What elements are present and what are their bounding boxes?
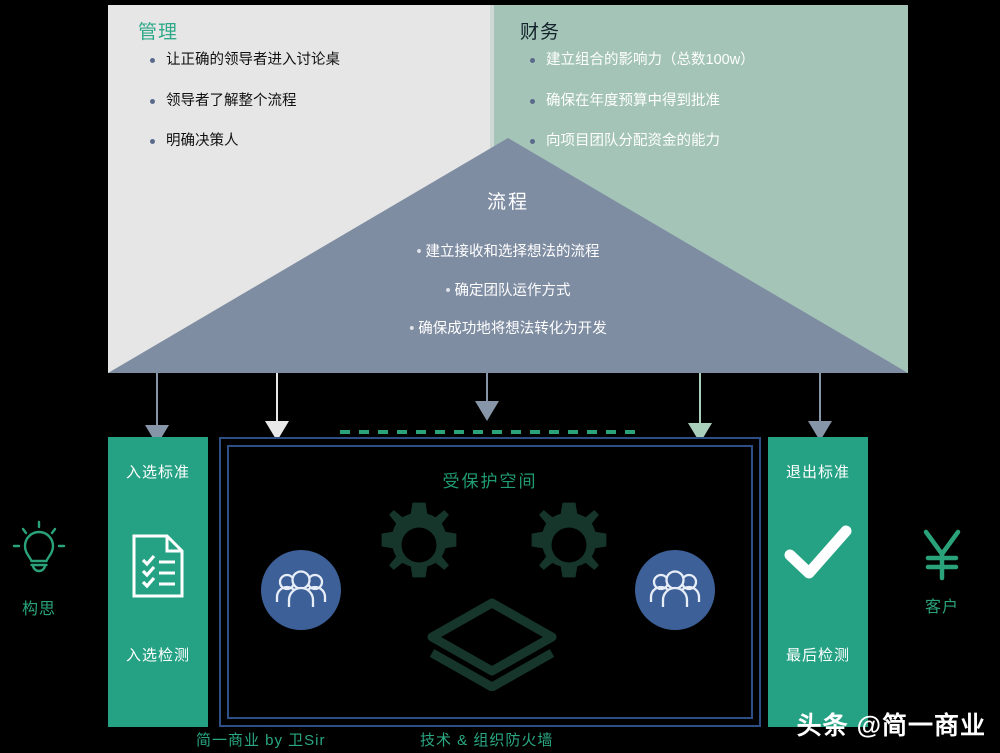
exit-criteria-panel[interactable]: 退出标准 最后检测	[768, 437, 868, 727]
entry-criteria-title: 入选标准	[125, 464, 190, 481]
arrow-stem	[486, 373, 488, 401]
list-item: 向项目团队分配资金的能力	[528, 134, 755, 149]
entry-criteria-subtitle: 入选检测	[125, 647, 190, 664]
management-heading: 管理	[138, 22, 179, 43]
entry-criteria-panel[interactable]: 入选标准 入选检测	[108, 437, 208, 727]
arrow-stem	[156, 373, 158, 425]
list-item: 让正确的领导者进入讨论桌	[148, 53, 340, 68]
finance-heading: 财务	[520, 22, 561, 43]
list-item: 确保成功地将想法转化为开发	[108, 322, 908, 337]
protected-space-title: 受保护空间	[442, 472, 538, 491]
layers-icon	[417, 591, 567, 696]
process-heading: 流程	[486, 192, 529, 213]
arrow-3	[475, 373, 499, 421]
ideation-label: 构思	[21, 601, 56, 618]
watermark: 头条 @简一商业	[796, 712, 986, 740]
arrow-5	[808, 373, 832, 441]
list-item: 领导者了解整个流程	[148, 93, 340, 109]
arrow-stem	[819, 373, 821, 421]
arrow-head	[808, 421, 832, 441]
dashed-divider-line	[340, 430, 640, 434]
list-item: 建立接收和选择想法的流程	[108, 245, 908, 260]
protected-space-vault: 受保护空间	[219, 437, 761, 727]
ideation-side-icon: 构思	[2, 520, 76, 619]
exit-criteria-title: 退出标准	[785, 464, 850, 481]
vault-inner-border	[227, 445, 753, 719]
arrow-1	[145, 373, 169, 445]
arrow-head	[475, 401, 499, 421]
process-bullet-list: 建立接收和选择想法的流程 确定团队运作方式 确保成功地将想法转化为开发	[108, 245, 908, 361]
exit-criteria-subtitle: 最后检测	[785, 647, 850, 664]
customer-side-icon: 客户	[902, 524, 982, 617]
gear-icon	[373, 499, 465, 596]
list-item: 明确决策人	[148, 134, 340, 149]
author-caption: 简一商业 by 卫Sir	[196, 732, 326, 749]
arrow-2	[265, 373, 289, 441]
gear-icon	[523, 499, 615, 596]
arrow-stem	[699, 373, 701, 423]
checkmark-icon	[768, 523, 868, 585]
arrow-head	[265, 421, 289, 441]
finance-bullet-list: 建立组合的影响力（总数100w） 确保在年度预算中得到批准 向项目团队分配资金的…	[528, 53, 755, 175]
top-governance-block: 管理 让正确的领导者进入讨论桌 领导者了解整个流程 明确决策人 财务 建立组合的…	[108, 5, 908, 373]
list-item: 确定团队运作方式	[108, 283, 908, 299]
arrow-stem	[276, 373, 278, 421]
firewall-caption: 技术 & 组织防火墙	[420, 732, 554, 749]
management-bullet-list: 让正确的领导者进入讨论桌 领导者了解整个流程 明确决策人	[148, 53, 340, 175]
list-item: 建立组合的影响力（总数100w）	[528, 53, 755, 68]
arrow-4	[688, 373, 712, 443]
people-group-icon	[635, 550, 715, 630]
checklist-document-icon	[108, 533, 208, 599]
people-group-icon	[261, 550, 341, 630]
customer-label: 客户	[924, 599, 959, 616]
list-item: 确保在年度预算中得到批准	[528, 93, 755, 109]
